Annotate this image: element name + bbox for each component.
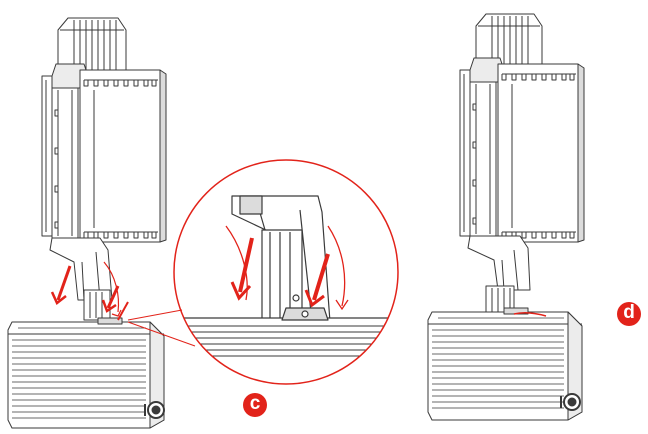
detail-callout bbox=[127, 159, 399, 385]
column-right bbox=[459, 69, 497, 237]
ballast-box-left bbox=[7, 317, 165, 429]
neck-left bbox=[49, 237, 113, 321]
motion-arrows-left bbox=[50, 261, 129, 321]
column-left bbox=[41, 75, 79, 239]
reflector-panel-right bbox=[497, 63, 585, 243]
left-assembly bbox=[7, 17, 167, 429]
step-c-label: c bbox=[249, 393, 261, 414]
ballast-box-right bbox=[427, 307, 583, 421]
step-c-badge: c bbox=[243, 393, 267, 417]
step-d-label: d bbox=[623, 302, 635, 323]
step-d-badge: d bbox=[617, 302, 641, 326]
lock-indicator-right bbox=[513, 311, 547, 317]
right-assembly bbox=[427, 13, 585, 421]
neck-right bbox=[467, 235, 531, 315]
reflector-panel-left bbox=[79, 69, 167, 243]
